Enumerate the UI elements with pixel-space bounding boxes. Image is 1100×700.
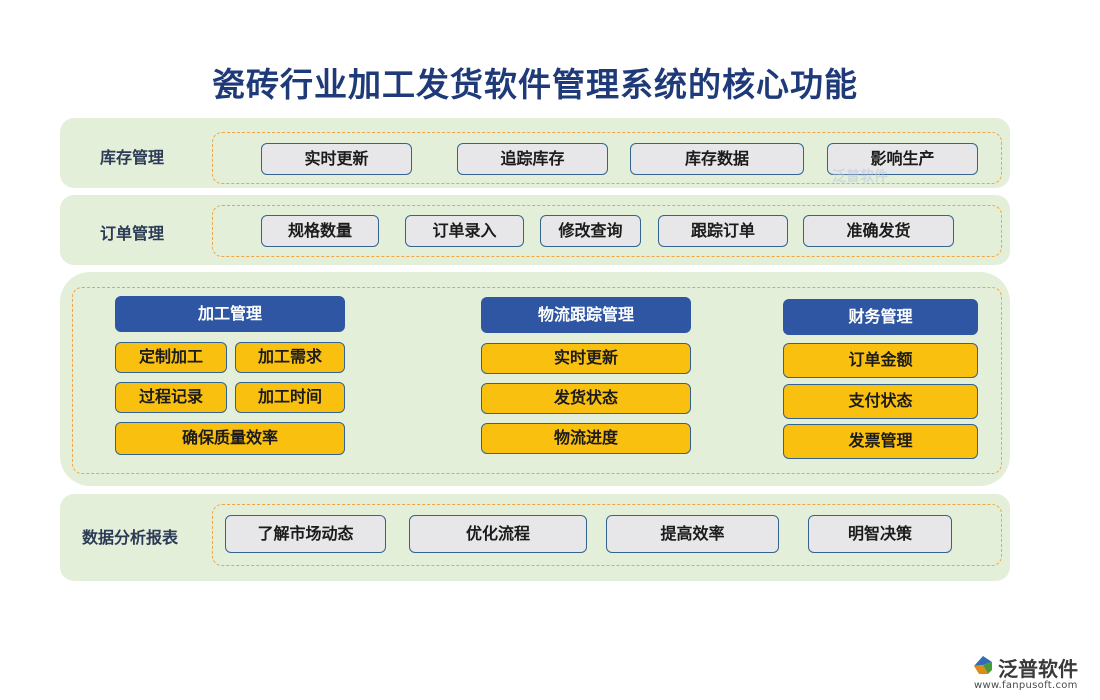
operations-band: 加工管理 定制加工 加工需求 过程记录 加工时间 确保质量效率 物流跟踪管理 实… bbox=[60, 272, 1010, 486]
analysis-item: 优化流程 bbox=[409, 515, 587, 553]
inventory-label: 库存管理 bbox=[100, 148, 165, 167]
processing-item: 加工时间 bbox=[235, 382, 345, 413]
processing-item: 确保质量效率 bbox=[115, 422, 345, 455]
analysis-band: 数据分析报表 了解市场动态 优化流程 提高效率 明智决策 bbox=[60, 494, 1010, 581]
analysis-label: 数据分析报表 bbox=[82, 528, 179, 547]
logistics-item: 物流进度 bbox=[481, 423, 691, 454]
logistics-item: 实时更新 bbox=[481, 343, 691, 374]
order-item: 准确发货 bbox=[803, 215, 954, 247]
logo-url: www.fanpusoft.com bbox=[974, 680, 1078, 691]
order-dashed-frame bbox=[212, 205, 1002, 257]
finance-item: 支付状态 bbox=[783, 384, 978, 419]
inventory-band: 库存管理 实时更新 追踪库存 库存数据 影响生产 bbox=[60, 118, 1010, 188]
analysis-item: 明智决策 bbox=[808, 515, 952, 553]
fanpu-logo-icon bbox=[974, 656, 992, 674]
processing-item: 加工需求 bbox=[235, 342, 345, 373]
processing-item: 定制加工 bbox=[115, 342, 227, 373]
finance-item: 发票管理 bbox=[783, 424, 978, 459]
page-title: 瓷砖行业加工发货软件管理系统的核心功能 bbox=[212, 65, 858, 104]
processing-item: 过程记录 bbox=[115, 382, 227, 413]
analysis-item: 提高效率 bbox=[606, 515, 779, 553]
processing-header: 加工管理 bbox=[115, 296, 345, 332]
order-item: 规格数量 bbox=[261, 215, 379, 247]
order-band: 订单管理 规格数量 订单录入 修改查询 跟踪订单 准确发货 bbox=[60, 195, 1010, 265]
logo-name: 泛普软件 bbox=[998, 657, 1078, 681]
order-label: 订单管理 bbox=[100, 224, 165, 243]
finance-header: 财务管理 bbox=[783, 299, 978, 335]
order-item: 修改查询 bbox=[540, 215, 641, 247]
order-item: 订单录入 bbox=[405, 215, 524, 247]
watermark: 泛普软件 bbox=[832, 169, 888, 185]
operations-dashed-frame bbox=[72, 287, 1002, 474]
analysis-item: 了解市场动态 bbox=[225, 515, 386, 553]
analysis-dashed-frame bbox=[212, 504, 1002, 566]
inventory-item: 追踪库存 bbox=[457, 143, 608, 175]
logistics-header: 物流跟踪管理 bbox=[481, 297, 691, 333]
logistics-item: 发货状态 bbox=[481, 383, 691, 414]
inventory-item: 库存数据 bbox=[630, 143, 804, 175]
brand-logo: 泛普软件 www.fanpusoft.com bbox=[970, 652, 1095, 696]
inventory-item: 影响生产 bbox=[827, 143, 978, 175]
inventory-item: 实时更新 bbox=[261, 143, 412, 175]
finance-item: 订单金额 bbox=[783, 343, 978, 378]
order-item: 跟踪订单 bbox=[658, 215, 788, 247]
inventory-dashed-frame bbox=[212, 132, 1002, 184]
